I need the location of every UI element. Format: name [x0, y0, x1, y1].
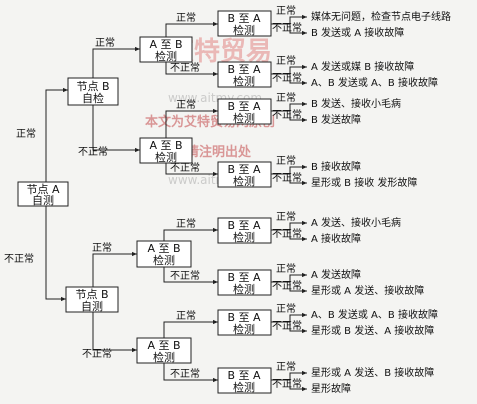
- svg-text:正常: 正常: [276, 262, 296, 275]
- svg-text:B 至 A: B 至 A: [227, 219, 261, 232]
- result-text: A 接收故障: [311, 232, 361, 245]
- b-to-a-check-box-6: B 至 A 检测: [217, 269, 272, 296]
- label-notok: 不正常: [82, 347, 112, 360]
- label-ok: 正常: [176, 217, 196, 230]
- result-text: B 发送、接收小毛病: [311, 97, 401, 110]
- label-notok: 不正常: [170, 61, 200, 74]
- label-ok: 正常: [176, 309, 196, 322]
- svg-text:正常: 正常: [276, 54, 296, 67]
- a-to-b-check-box-1: A 至 B 检测: [139, 36, 193, 63]
- svg-text:自检: 自检: [82, 91, 104, 105]
- svg-text:检测: 检测: [233, 23, 255, 37]
- svg-text:正常: 正常: [276, 302, 296, 315]
- result-text: A 发送故障: [311, 268, 361, 281]
- result-text: 星形故障: [311, 382, 351, 395]
- svg-text:检测: 检测: [233, 74, 255, 88]
- svg-text:正常: 正常: [276, 210, 296, 223]
- result-text: A 发送、接收小毛病: [311, 216, 401, 229]
- result-text: 媒体无问题，检查节点电子线路: [311, 10, 451, 23]
- label-notok: 不正常: [170, 269, 200, 282]
- result-text: A 发送或媒 B 接收故障: [311, 60, 414, 73]
- svg-text:不正常: 不正常: [272, 71, 302, 84]
- branch-labels: 正常 不正常 正常 不正常 正常 不正常 正常 不正常 正常 不正常 正常 不正…: [4, 4, 302, 390]
- svg-text:A 至 B: A 至 B: [149, 38, 182, 51]
- svg-text:不正常: 不正常: [272, 319, 302, 332]
- svg-text:B 至 A: B 至 A: [227, 369, 261, 382]
- svg-text:A 至 B: A 至 B: [149, 139, 182, 152]
- svg-text:节点 B: 节点 B: [76, 80, 109, 93]
- svg-text:A 至 B: A 至 B: [147, 242, 180, 255]
- svg-text:不正常: 不正常: [272, 377, 302, 390]
- label-ok: 正常: [176, 11, 196, 24]
- result-text: A、B 发送或 A、B 接收故障: [311, 308, 438, 321]
- svg-text:检测: 检测: [233, 111, 255, 125]
- b-to-a-check-box-3: B 至 A 检测: [217, 98, 272, 125]
- label-notok: 不正常: [78, 145, 108, 158]
- b-to-a-check-box-4: B 至 A 检测: [217, 161, 272, 188]
- label-ok: 正常: [95, 36, 115, 49]
- result-text: A、B 发送或 A、B 接收故障: [311, 76, 438, 89]
- svg-text:B 至 A: B 至 A: [227, 163, 261, 176]
- b-to-a-check-box-2: B 至 A 检测: [217, 61, 272, 88]
- svg-text:B 至 A: B 至 A: [227, 311, 261, 324]
- label-notok: 不正常: [4, 252, 34, 265]
- b-to-a-check-box-8: B 至 A 检测: [217, 367, 272, 394]
- svg-text:B 至 A: B 至 A: [227, 100, 261, 113]
- svg-text:B 至 A: B 至 A: [227, 63, 261, 76]
- label-ok: 正常: [92, 241, 112, 254]
- a-to-b-check-box-3: A 至 B 检测: [136, 240, 192, 268]
- result-text: B 发送或 A 接收故障: [311, 26, 404, 39]
- svg-text:正常: 正常: [276, 91, 296, 104]
- result-text: 星形或 B 发送、A 接收故障: [311, 324, 434, 337]
- svg-text:不正常: 不正常: [272, 108, 302, 121]
- svg-text:节点 B: 节点 B: [75, 288, 108, 301]
- node-b-selftest-box: 节点 B 自测: [65, 286, 119, 313]
- svg-text:不正常: 不正常: [272, 171, 302, 184]
- result-text: 星形或 A 发送、B 接收故障: [311, 366, 434, 379]
- svg-text:自测: 自测: [32, 194, 54, 207]
- label-notok: 不正常: [170, 367, 200, 380]
- svg-text:正常: 正常: [276, 360, 296, 373]
- svg-text:检测: 检测: [233, 380, 255, 394]
- connectors: [45, 14, 307, 392]
- svg-text:检测: 检测: [233, 282, 255, 296]
- result-text: B 接收故障: [311, 160, 361, 173]
- svg-text:自测: 自测: [81, 300, 103, 313]
- result-text: 星形或 B 接收 发形故障: [311, 176, 417, 189]
- svg-text:正常: 正常: [276, 154, 296, 167]
- svg-text:检测: 检测: [233, 230, 255, 244]
- svg-text:A 至 B: A 至 B: [147, 339, 180, 352]
- result-texts: 媒体无问题，检查节点电子线路 B 发送或 A 接收故障 A 发送或媒 B 接收故…: [311, 10, 451, 395]
- svg-text:检测: 检测: [233, 322, 255, 336]
- a-to-b-check-box-4: A 至 B 检测: [136, 337, 192, 364]
- svg-text:检测: 检测: [153, 253, 175, 267]
- a-to-b-check-box-2: A 至 B 检测: [139, 137, 193, 164]
- node-a-box: 节点 A 自测: [17, 181, 69, 207]
- label-ok: 正常: [176, 98, 196, 111]
- svg-text:节点 A: 节点 A: [26, 183, 59, 196]
- svg-text:不正常: 不正常: [272, 279, 302, 292]
- svg-text:不正常: 不正常: [272, 21, 302, 34]
- label-ok: 正常: [16, 127, 36, 140]
- node-b-selfcheck-box: 节点 B 自检: [67, 77, 119, 106]
- b-to-a-check-box-5: B 至 A 检测: [217, 217, 272, 244]
- svg-text:检测: 检测: [153, 350, 175, 364]
- svg-text:检测: 检测: [155, 49, 177, 63]
- svg-text:不正常: 不正常: [272, 227, 302, 240]
- label-notok: 不正常: [170, 161, 200, 174]
- b-to-a-check-box-7: B 至 A 检测: [217, 309, 272, 336]
- svg-text:B 至 A: B 至 A: [227, 12, 261, 25]
- result-text: B 发送故障: [311, 113, 361, 126]
- svg-text:检测: 检测: [155, 150, 177, 164]
- result-text: 星形或 A 发送、接收故障: [311, 284, 424, 297]
- svg-text:B 至 A: B 至 A: [227, 271, 261, 284]
- svg-text:检测: 检测: [233, 174, 255, 188]
- b-to-a-check-box-1: B 至 A 检测: [217, 10, 272, 37]
- svg-text:正常: 正常: [276, 4, 296, 17]
